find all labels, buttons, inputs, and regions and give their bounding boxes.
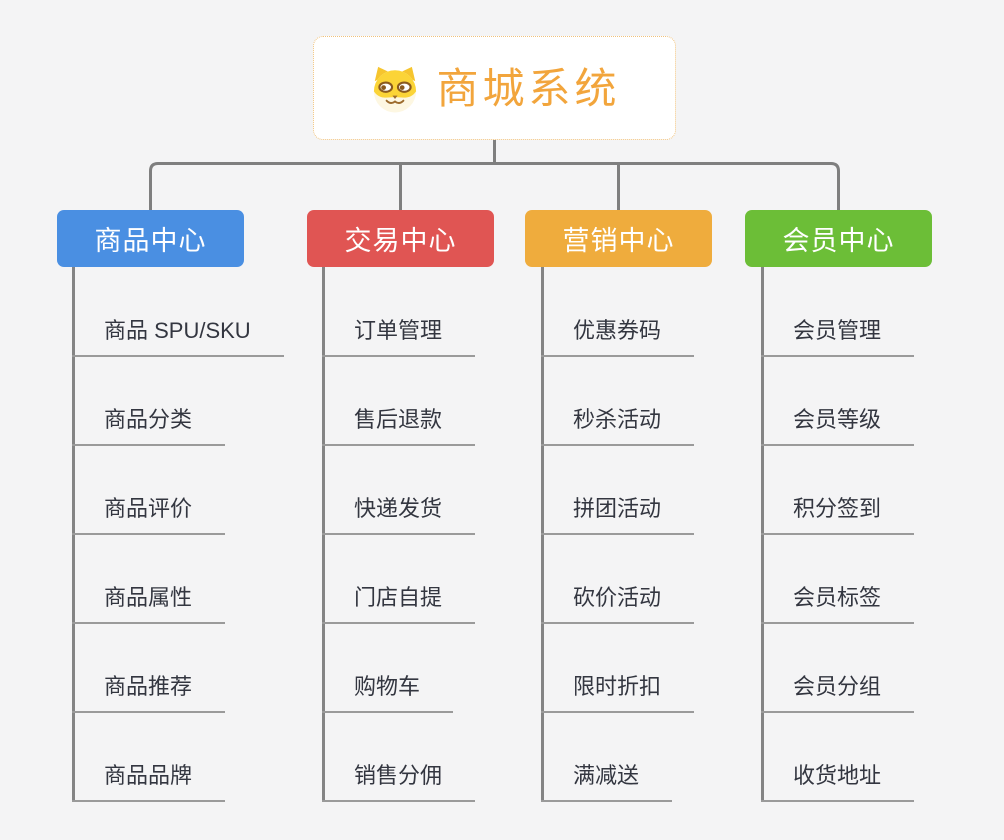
leaf-node[interactable]: 商品分类 bbox=[72, 406, 226, 446]
leaf-node[interactable]: 优惠券码 bbox=[541, 317, 695, 357]
leaf-node[interactable]: 商品 SPU/SKU bbox=[72, 317, 284, 357]
leaf-node[interactable]: 秒杀活动 bbox=[541, 406, 695, 446]
branch-header-member-center[interactable]: 会员中心 bbox=[745, 210, 932, 267]
leaf-node[interactable]: 会员分组 bbox=[761, 673, 915, 713]
leaf-node[interactable]: 拼团活动 bbox=[541, 495, 695, 535]
branch-bus-line bbox=[149, 162, 840, 210]
shiba-dog-icon bbox=[374, 66, 417, 113]
branch-header-marketing-center[interactable]: 营销中心 bbox=[525, 210, 712, 267]
leaf-node[interactable]: 限时折扣 bbox=[541, 673, 695, 713]
leaf-node[interactable]: 砍价活动 bbox=[541, 584, 695, 624]
leaf-node[interactable]: 满减送 bbox=[541, 762, 673, 802]
leaf-node[interactable]: 商品属性 bbox=[72, 584, 226, 624]
leaf-node[interactable]: 快递发货 bbox=[322, 495, 476, 535]
leaf-node[interactable]: 商品评价 bbox=[72, 495, 226, 535]
leaf-node[interactable]: 订单管理 bbox=[322, 317, 476, 357]
leaf-node[interactable]: 售后退款 bbox=[322, 406, 476, 446]
leaf-node[interactable]: 购物车 bbox=[322, 673, 454, 713]
leaf-node[interactable]: 商品推荐 bbox=[72, 673, 226, 713]
leaf-node[interactable]: 会员标签 bbox=[761, 584, 915, 624]
leaf-node[interactable]: 商品品牌 bbox=[72, 762, 226, 802]
branch-header-product-center[interactable]: 商品中心 bbox=[57, 210, 244, 267]
leaf-node[interactable]: 会员管理 bbox=[761, 317, 915, 357]
root-node[interactable]: 商城系统 bbox=[313, 36, 676, 140]
branch-header-trade-center[interactable]: 交易中心 bbox=[307, 210, 494, 267]
leaf-node[interactable]: 收货地址 bbox=[761, 762, 915, 802]
leaf-node[interactable]: 会员等级 bbox=[761, 406, 915, 446]
leaf-node[interactable]: 销售分佣 bbox=[322, 762, 476, 802]
leaf-node[interactable]: 积分签到 bbox=[761, 495, 915, 535]
leaf-node[interactable]: 门店自提 bbox=[322, 584, 476, 624]
root-title: 商城系统 bbox=[436, 65, 621, 112]
